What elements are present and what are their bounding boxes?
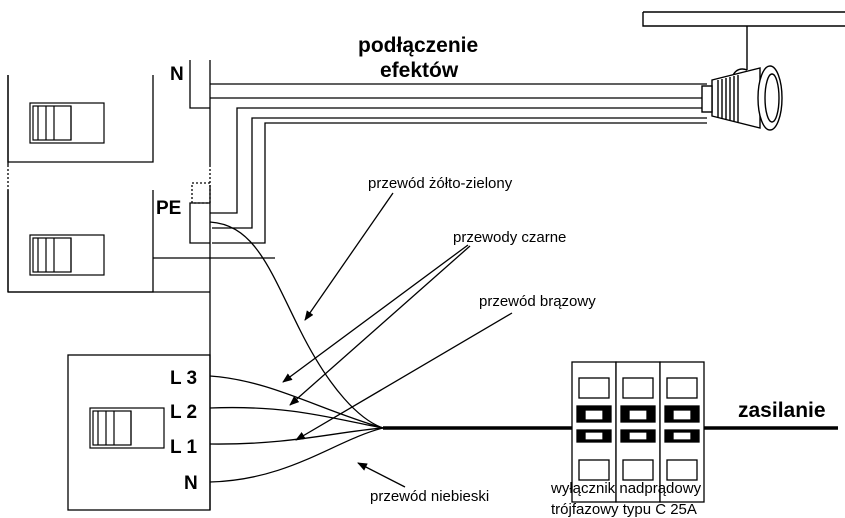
terminal-n-bottom-label: N xyxy=(184,473,198,494)
breaker-pole-2 xyxy=(615,361,661,503)
connector-icon-upper xyxy=(29,102,105,144)
terminal-l3-label: L 3 xyxy=(170,368,197,389)
terminal-l2-label: L 2 xyxy=(170,402,197,423)
middle-module-box xyxy=(7,190,154,293)
connector-icon-lower xyxy=(89,407,165,449)
enclosure xyxy=(7,60,211,511)
terminal-n-top-label: N xyxy=(170,64,184,85)
terminal-pe-label: PE xyxy=(156,198,181,219)
wire-yellow-green-label: przewód żółto-zielony xyxy=(368,175,513,192)
breaker-pole-1 xyxy=(571,361,617,503)
breaker-label-line2: trójfazowy typu C 25A xyxy=(551,501,697,518)
wire-n-bottom xyxy=(209,427,384,483)
arrow-brown xyxy=(295,312,513,441)
breaker-pole-3 xyxy=(659,361,705,503)
effects-label-line2: efektów xyxy=(380,59,459,82)
wire-yellow-green xyxy=(209,221,384,429)
arrow-black-l2 xyxy=(289,245,471,406)
wire-blue-label: przewód niebieski xyxy=(370,488,489,505)
terminal-pe xyxy=(189,182,211,244)
arrow-black-l3 xyxy=(282,244,469,383)
spotlight-icon xyxy=(642,11,845,131)
callout-arrows xyxy=(282,192,513,488)
arrow-blue xyxy=(357,462,406,488)
terminal-n-top xyxy=(189,60,210,109)
wire-l1 xyxy=(209,427,384,445)
effects-label-line1: podłączenie xyxy=(358,34,478,57)
circuit-breaker-icon xyxy=(571,361,705,503)
arrow-yellow-green xyxy=(304,192,394,321)
supply-label: zasilanie xyxy=(738,399,826,422)
effects-cable xyxy=(210,83,707,244)
terminal-l1-label: L 1 xyxy=(170,437,198,458)
lower-module-box xyxy=(67,354,211,511)
wire-brown-label: przewód brązowy xyxy=(479,293,596,310)
connector-icon-middle xyxy=(29,234,105,276)
wire-l2 xyxy=(209,406,384,429)
wire-l3 xyxy=(209,375,384,429)
breaker-label-line1: wyłącznik nadprądowy xyxy=(550,480,702,497)
wires-black-label: przewody czarne xyxy=(453,229,566,246)
upper-module-box xyxy=(7,75,154,163)
